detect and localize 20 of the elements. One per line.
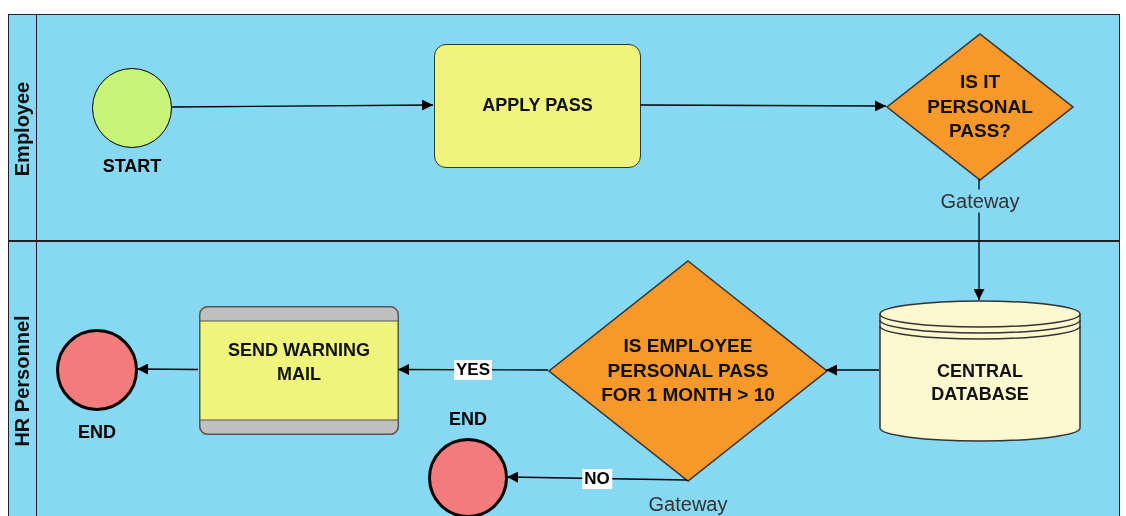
task-label: APPLY PASS	[482, 94, 593, 118]
database-label: CENTRAL DATABASE	[930, 359, 1030, 406]
event-label: END	[449, 408, 487, 430]
swimlane	[8, 241, 1120, 516]
gateway-label: IS IT PERSONAL PASS?	[926, 69, 1034, 144]
gateway-caption: Gateway	[938, 189, 1022, 213]
arrow	[170, 99, 434, 111]
arrow	[825, 364, 880, 376]
lane-title: HR Personnel	[10, 314, 34, 447]
event-label: END	[78, 421, 116, 443]
task-label: SEND WARNING MAIL	[227, 339, 371, 386]
gateway-label: IS EMPLOYEE PERSONAL PASS FOR 1 MONTH > 10	[600, 333, 776, 408]
arrow	[639, 100, 887, 112]
swimlane	[8, 14, 1120, 241]
edge-label: NO	[582, 468, 612, 489]
task-box	[434, 44, 641, 168]
lane-title: Employee	[10, 81, 34, 176]
arrow	[136, 363, 199, 375]
event-label: START	[102, 155, 162, 177]
arrow	[973, 178, 985, 301]
